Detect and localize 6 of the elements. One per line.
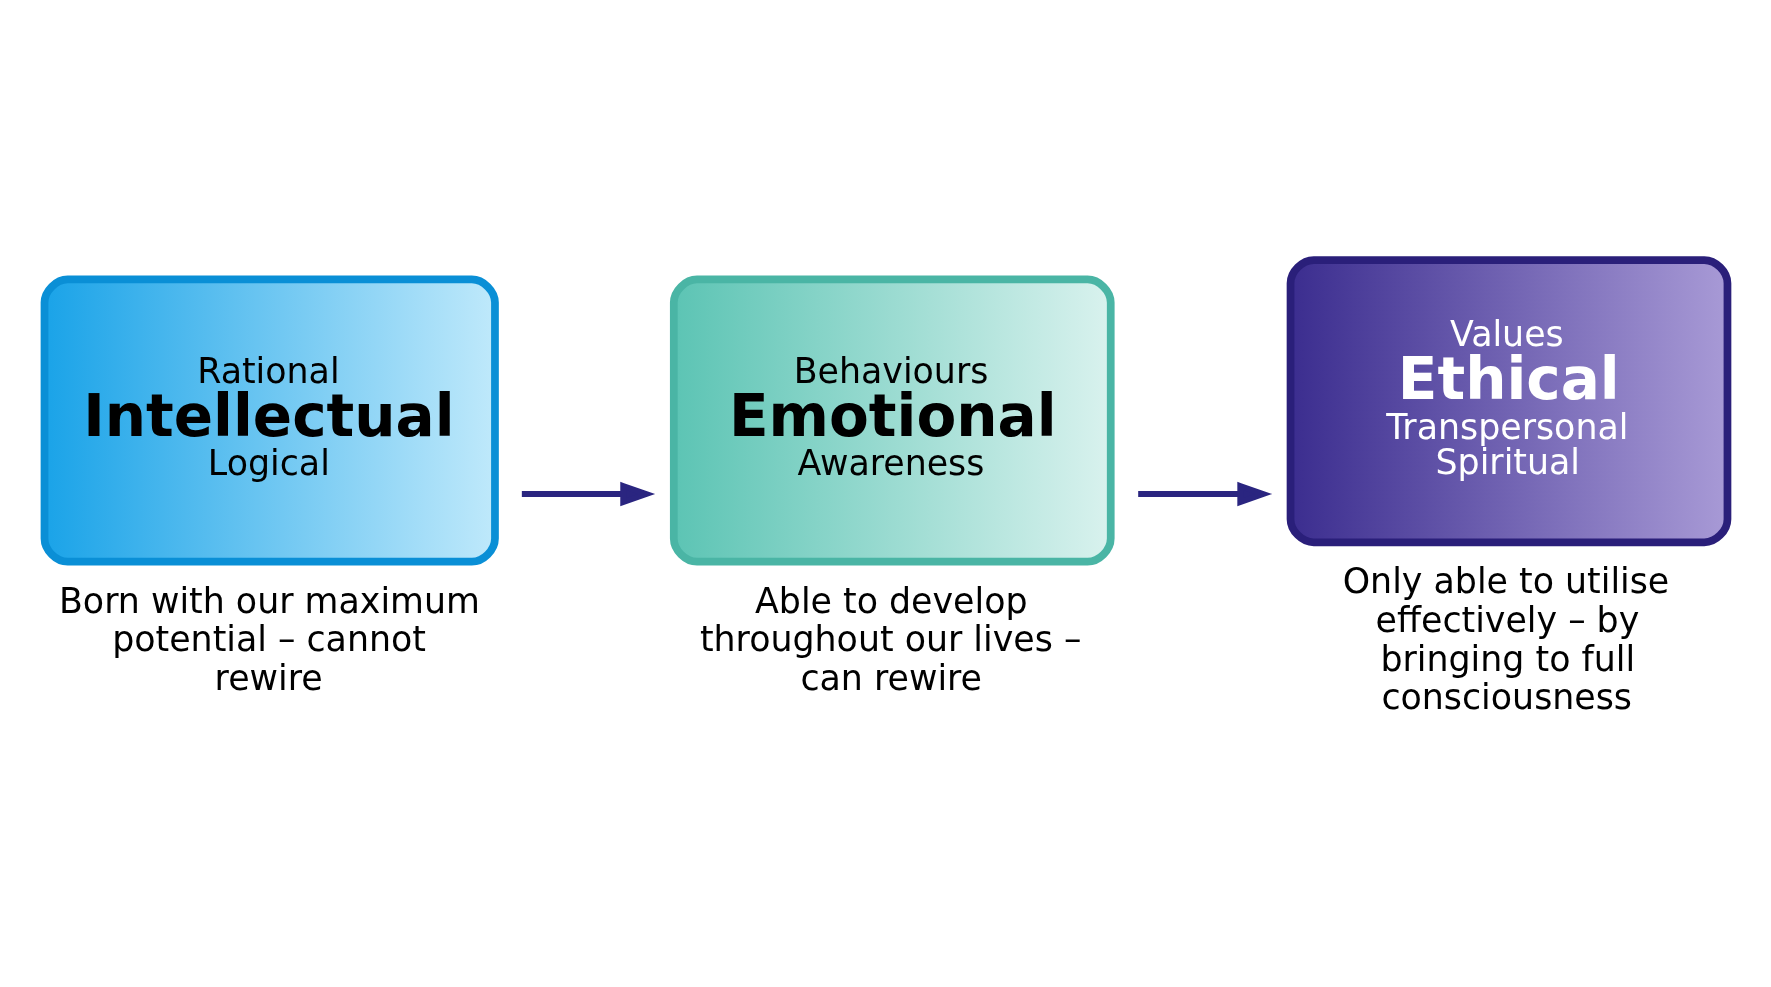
node-box: Values Ethical Transpersonal Spiritual (1286, 255, 1732, 546)
node-label: Born with our maximum potential – cannot rewire (59, 580, 480, 698)
node-label: Only able to utilise effectively – by bringing to full consciousness (1342, 560, 1670, 717)
arrow (521, 481, 656, 506)
arrow (1138, 481, 1273, 506)
node-label: Able to develop throughout our lives – can rewire (699, 580, 1082, 698)
